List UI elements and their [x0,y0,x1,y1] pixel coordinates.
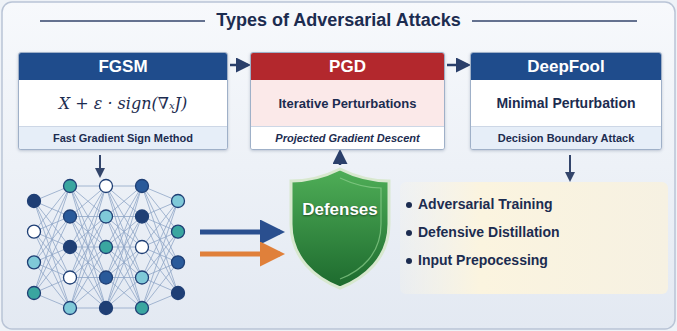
bullet-dot [406,202,412,208]
bullet-dot [406,230,412,236]
attack-detail: Minimal Perturbation [471,80,661,126]
diagram-title: Types of Adversarial Attacks [0,10,677,31]
defense-item: Defensive Distillation [418,224,560,240]
attack-subtitle: Fast Gradient Sign Method [19,126,227,149]
attack-header: FGSM [19,53,227,80]
attack-detail: Iterative Perturbations [251,80,444,126]
bullet-dot [406,258,412,264]
attack-header: DeepFool [471,53,661,80]
attack-subtitle: Projected Gradient Descent [251,126,444,149]
attack-box: DeepFoolMinimal PerturbationDecision Bou… [470,52,662,150]
connector-arrow [447,64,468,67]
defense-item: Adversarial Training [418,196,553,212]
connector-arrow [339,152,342,165]
attack-subtitle: Decision Boundary Attack [471,126,661,149]
neural-network-illustration [28,180,185,315]
defense-shield: Defenses [285,166,395,291]
connector-arrow [230,64,248,67]
attack-box: PGDIterative PerturbationsProjected Grad… [250,52,445,150]
attack-header: PGD [251,53,444,80]
attack-box: FGSMX + ε · sign(∇ₓJ)Fast Gradient Sign … [18,52,228,150]
defense-item: Input Prepocessing [418,252,548,268]
shield-label: Defenses [285,200,395,220]
attack-detail: X + ε · sign(∇ₓJ) [19,80,227,126]
shield-outline [285,166,395,291]
